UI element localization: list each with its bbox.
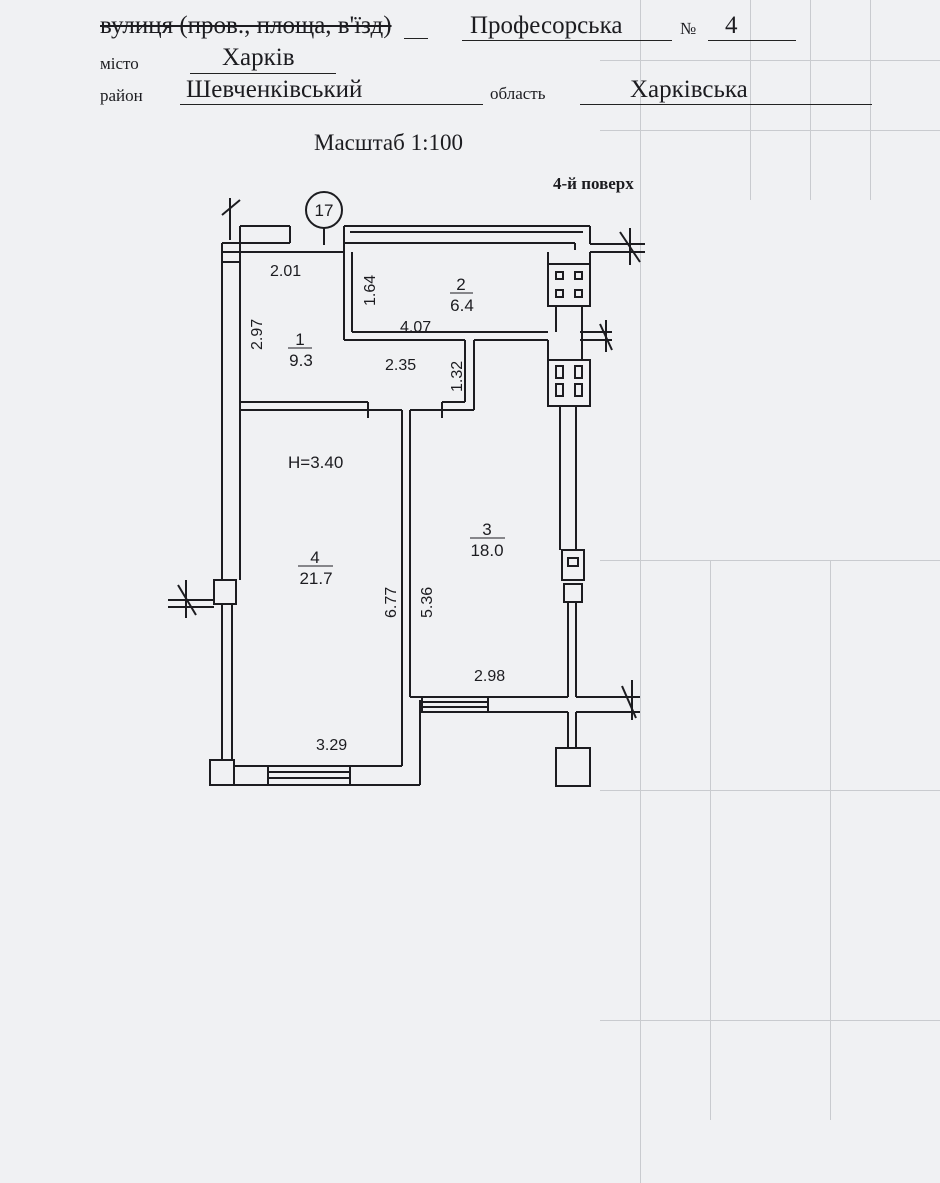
scale-label: Масштаб 1:100 — [314, 130, 463, 155]
city-label: місто — [100, 54, 139, 73]
district-value: Шевченківський — [186, 76, 363, 103]
region-label: область — [490, 84, 546, 103]
room-4-number: 4 — [310, 548, 319, 567]
street-type-label: вулиця (пров., площа, в'їзд) — [100, 12, 392, 39]
dim-4-07: 4.07 — [400, 319, 431, 336]
dim-2-98: 2.98 — [474, 668, 505, 685]
city-value: Харків — [222, 44, 295, 71]
dim-6-77: 6.77 — [383, 587, 400, 618]
dim-1-32: 1.32 — [449, 361, 466, 392]
dim-3-29: 3.29 — [316, 737, 347, 754]
dim-2-01: 2.01 — [270, 263, 301, 280]
district-label: район — [100, 86, 143, 105]
number-value: 4 — [725, 12, 738, 39]
dim-1-64: 1.64 — [362, 275, 379, 306]
floor-label: 4-й поверх — [553, 174, 634, 193]
dim-5-36: 5.36 — [419, 587, 436, 618]
region-value: Харківська — [630, 76, 748, 103]
street-value: Професорська — [470, 12, 623, 39]
ceiling-height: H=3.40 — [288, 453, 343, 472]
room-3-area: 18.0 — [470, 541, 503, 560]
room-3-number: 3 — [482, 520, 491, 539]
apartment-number: 17 — [315, 201, 334, 220]
dim-2-97: 2.97 — [249, 319, 266, 350]
bleed-through-ghost — [600, 0, 940, 1183]
room-1-number: 1 — [295, 330, 304, 349]
room-2-number: 2 — [456, 275, 465, 294]
room-2-area: 6.4 — [450, 296, 474, 315]
number-label: № — [680, 19, 697, 38]
room-4-area: 21.7 — [299, 569, 332, 588]
dim-2-35: 2.35 — [385, 357, 416, 374]
room-1-area: 9.3 — [289, 351, 313, 370]
